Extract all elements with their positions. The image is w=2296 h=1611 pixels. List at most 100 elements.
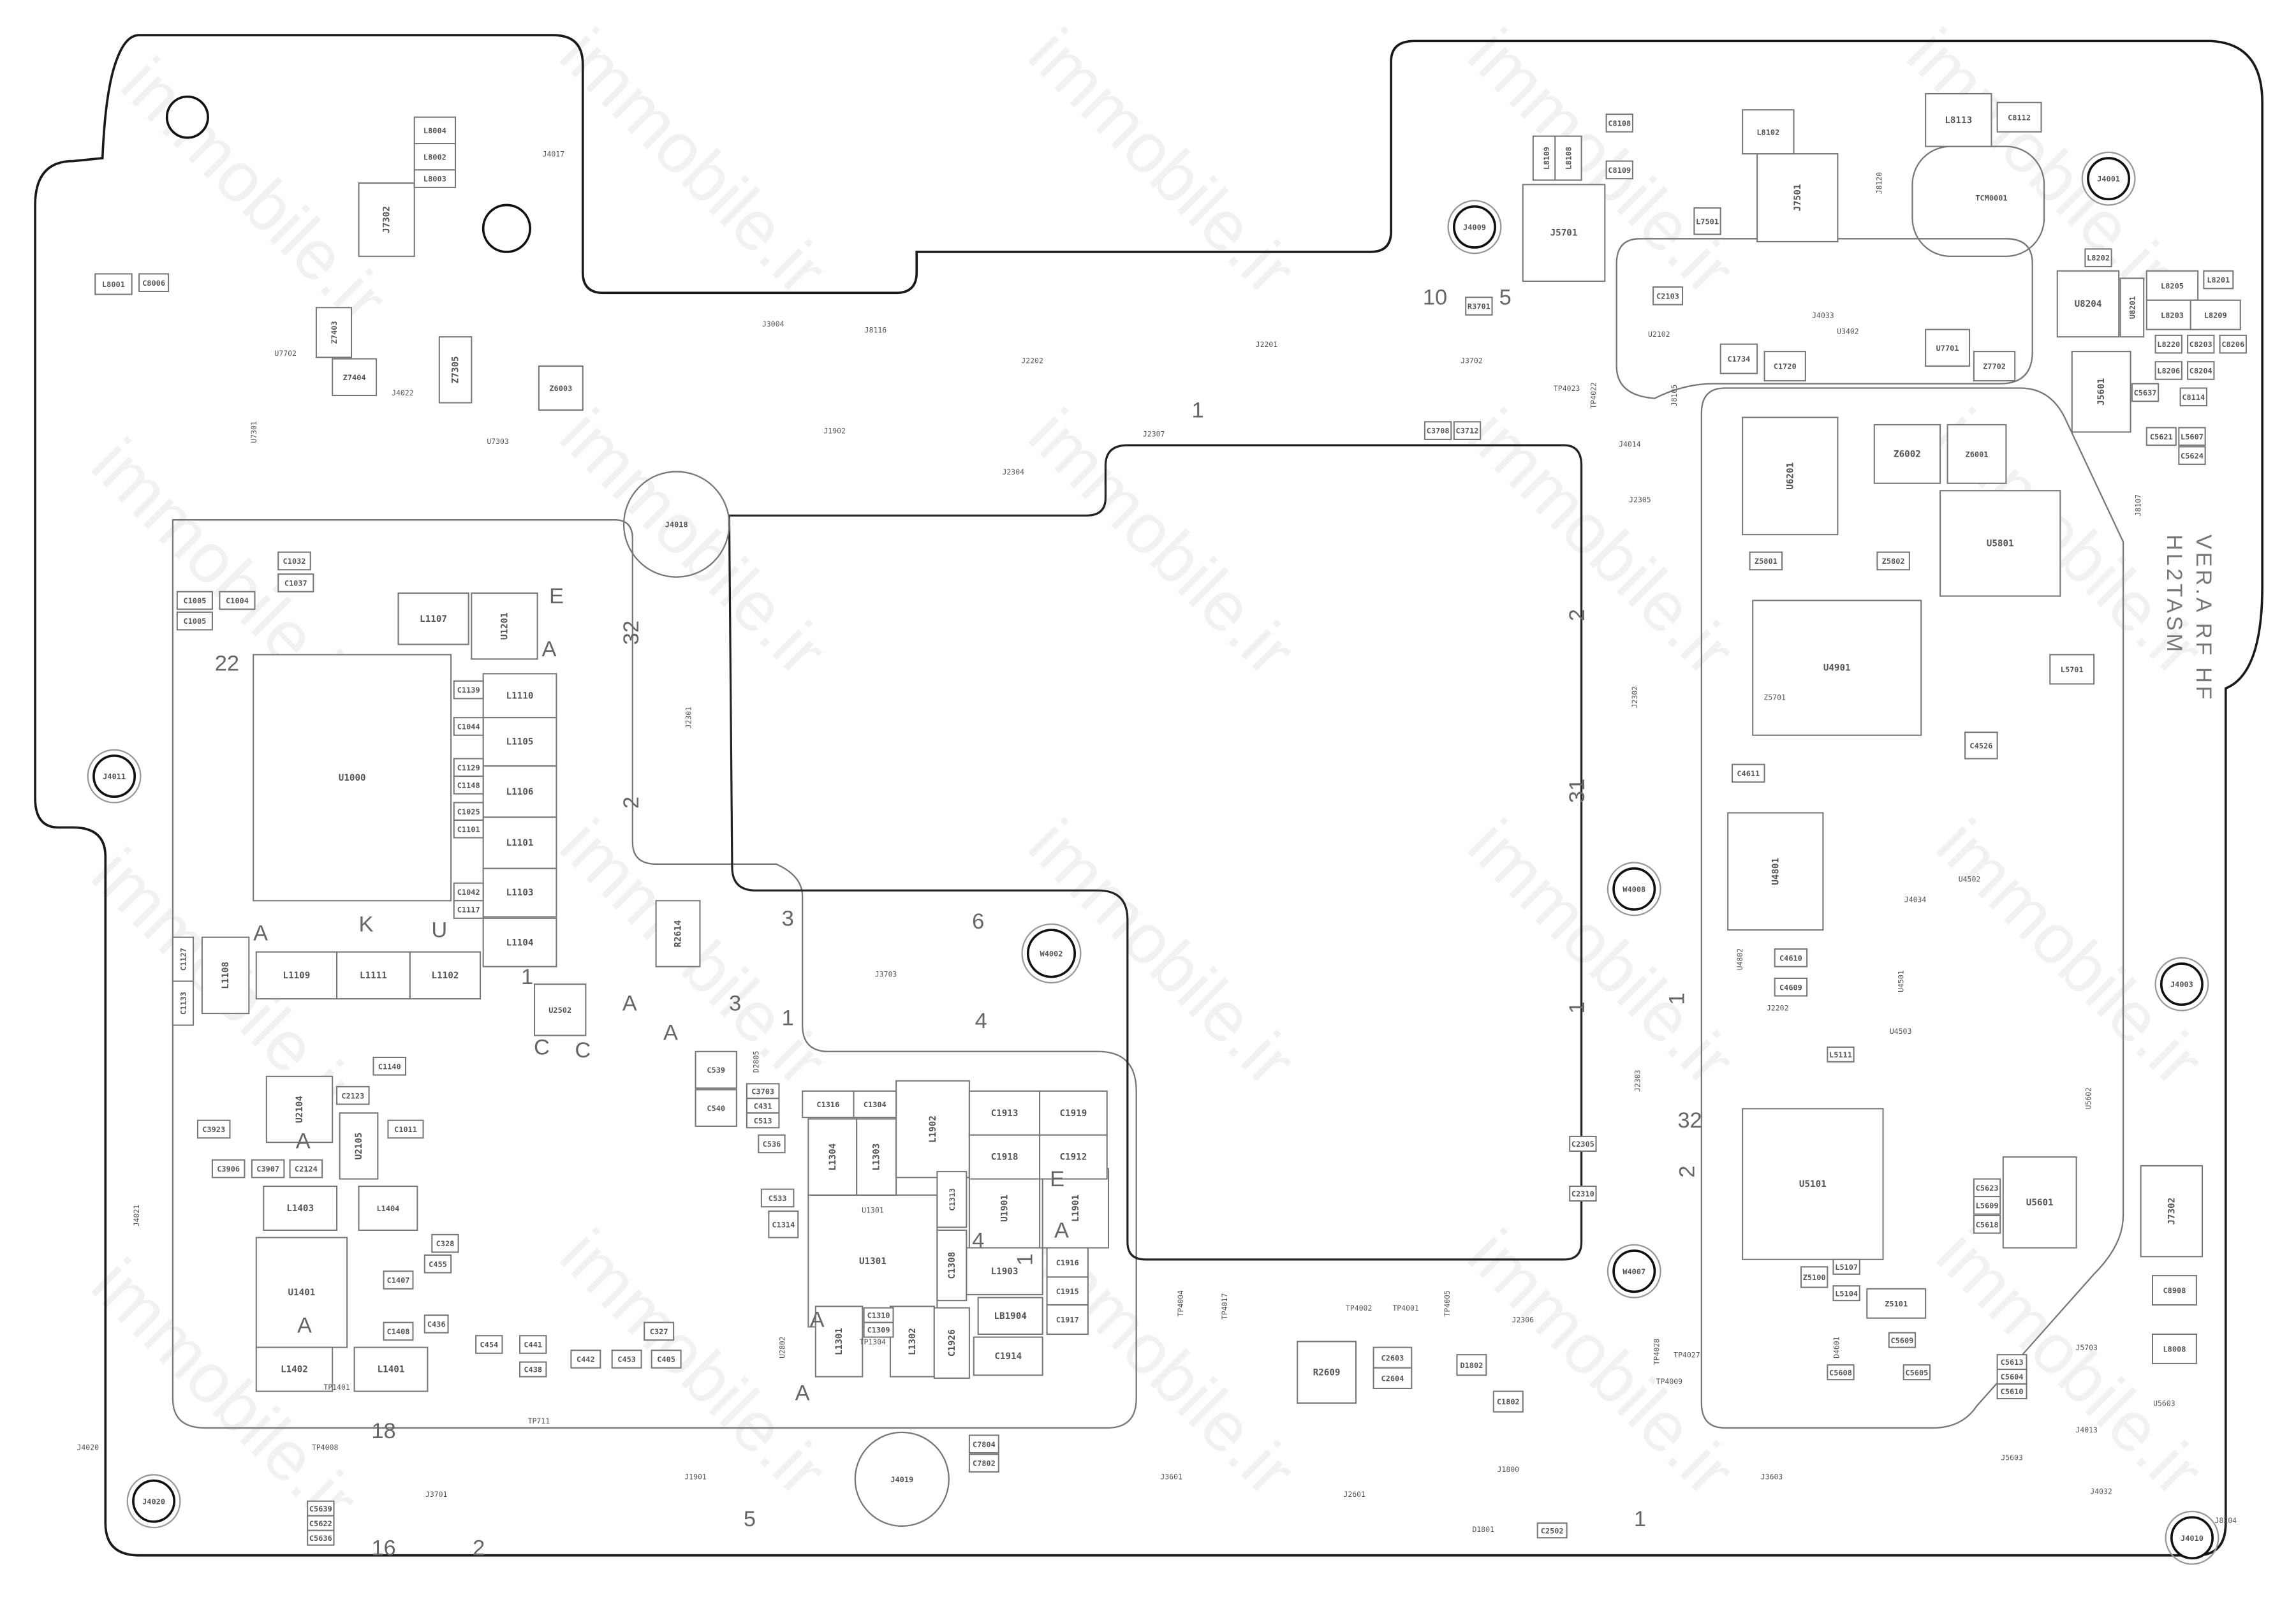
pcb-component[interactable]: U5601: [2002, 1156, 2077, 1249]
pcb-component[interactable]: R3701: [1465, 297, 1493, 316]
pcb-component[interactable]: C1004: [219, 591, 256, 610]
pcb-component[interactable]: C1117: [453, 900, 484, 919]
pcb-component[interactable]: L1103: [482, 867, 557, 918]
pcb-component[interactable]: J7302: [358, 182, 415, 257]
pcb-component[interactable]: C1310: [863, 1307, 894, 1323]
pcb-component[interactable]: C5623: [1973, 1178, 2001, 1198]
pcb-component[interactable]: R2614: [655, 900, 701, 967]
pcb-component[interactable]: C8203: [2187, 334, 2215, 354]
pcb-component[interactable]: C5636: [307, 1529, 335, 1546]
pcb-component[interactable]: C2124: [289, 1159, 323, 1179]
pcb-component[interactable]: C442: [570, 1350, 601, 1369]
pcb-component[interactable]: Z7702: [1973, 351, 2016, 382]
pcb-component[interactable]: L1902: [895, 1080, 970, 1179]
pcb-component[interactable]: C2502: [1536, 1522, 1568, 1539]
pcb-component[interactable]: L1108: [201, 936, 250, 1015]
pcb-component[interactable]: C1919: [1039, 1090, 1108, 1136]
pcb-component[interactable]: L8113: [1925, 92, 1992, 147]
pcb-component[interactable]: L1304: [807, 1118, 858, 1196]
pcb-component[interactable]: Z6001: [1946, 423, 2007, 484]
pcb-component[interactable]: C8112: [1996, 101, 2042, 133]
pcb-component[interactable]: C1032: [277, 551, 311, 571]
pcb-component[interactable]: C1802: [1492, 1390, 1524, 1413]
pcb-component[interactable]: C2123: [336, 1085, 370, 1105]
pcb-component[interactable]: J7302: [2140, 1165, 2204, 1258]
pcb-component[interactable]: C1913: [968, 1090, 1041, 1136]
pcb-component[interactable]: C2604: [1372, 1367, 1413, 1389]
pcb-component[interactable]: C1148: [453, 776, 484, 795]
pcb-component[interactable]: L1301: [814, 1306, 864, 1378]
pcb-component[interactable]: C1408: [383, 1321, 414, 1341]
pcb-component[interactable]: U2105: [339, 1112, 379, 1180]
pcb-component[interactable]: C1129: [453, 758, 484, 777]
pcb-component[interactable]: C2603: [1372, 1346, 1413, 1369]
pcb-component[interactable]: U4901: [1752, 600, 1922, 736]
pcb-component[interactable]: U2104: [265, 1075, 334, 1144]
pcb-component[interactable]: U1000: [253, 654, 452, 902]
pcb-component[interactable]: L8202: [2084, 248, 2112, 267]
pcb-component[interactable]: U2502: [533, 983, 587, 1036]
pcb-component[interactable]: C4526: [1964, 732, 1998, 760]
pcb-component[interactable]: C438: [519, 1361, 547, 1378]
pcb-component[interactable]: L1901: [1041, 1168, 1110, 1249]
pcb-component[interactable]: L1903: [966, 1247, 1043, 1296]
pcb-component[interactable]: C540: [695, 1089, 737, 1127]
pcb-component[interactable]: C453: [611, 1350, 642, 1369]
pcb-component[interactable]: L8003: [413, 169, 457, 188]
pcb-component[interactable]: C8006: [138, 273, 170, 293]
pcb-component[interactable]: L5107: [1832, 1258, 1860, 1275]
pcb-component[interactable]: L8206: [2154, 361, 2182, 380]
pcb-component[interactable]: C328: [431, 1233, 459, 1253]
pcb-component[interactable]: C2305: [1569, 1135, 1597, 1152]
pcb-component[interactable]: U4801: [1727, 812, 1824, 931]
pcb-component[interactable]: L1110: [482, 673, 557, 719]
pcb-component[interactable]: L1303: [856, 1118, 897, 1196]
pcb-component[interactable]: C1127: [172, 936, 195, 982]
pcb-component[interactable]: C441: [519, 1335, 547, 1354]
pcb-component[interactable]: C1140: [372, 1056, 407, 1076]
pcb-component[interactable]: L8205: [2145, 270, 2199, 301]
pcb-component[interactable]: L1302: [889, 1306, 935, 1378]
pcb-component[interactable]: L5104: [1832, 1285, 1860, 1302]
pcb-component[interactable]: L1102: [409, 951, 482, 1000]
pcb-component[interactable]: C5639: [307, 1500, 335, 1517]
pcb-component[interactable]: C8204: [2187, 361, 2215, 380]
pcb-component[interactable]: C3923: [196, 1119, 231, 1139]
pcb-component[interactable]: C8108: [1605, 114, 1633, 133]
pcb-component[interactable]: L8209: [2189, 299, 2241, 330]
pcb-component[interactable]: L1403: [263, 1186, 338, 1231]
pcb-component[interactable]: L5701: [2049, 654, 2095, 685]
pcb-component[interactable]: C8109: [1605, 160, 1633, 180]
pcb-component[interactable]: C2310: [1569, 1186, 1597, 1202]
pcb-component[interactable]: L8201: [2203, 270, 2234, 290]
pcb-component[interactable]: C8114: [2179, 387, 2207, 407]
pcb-component[interactable]: C1308: [936, 1229, 968, 1302]
pcb-component[interactable]: U1401: [255, 1237, 348, 1348]
pcb-component[interactable]: C1011: [387, 1119, 424, 1139]
pcb-component[interactable]: Z6002: [1873, 423, 1941, 484]
pcb-component[interactable]: C4609: [1774, 977, 1808, 997]
pcb-component[interactable]: C5605: [1902, 1364, 1931, 1381]
pcb-component[interactable]: C1915: [1046, 1276, 1089, 1306]
pcb-component[interactable]: C1316: [802, 1090, 855, 1119]
pcb-component[interactable]: C1005: [176, 611, 213, 631]
pcb-component[interactable]: U1901: [968, 1168, 1041, 1249]
pcb-component[interactable]: C4610: [1774, 948, 1808, 967]
pcb-component[interactable]: C1313: [936, 1171, 968, 1228]
pcb-component[interactable]: C1734: [1719, 343, 1758, 374]
pcb-component[interactable]: R2609: [1297, 1341, 1357, 1404]
pcb-component[interactable]: L5111: [1827, 1046, 1855, 1063]
pcb-component[interactable]: C405: [651, 1350, 682, 1369]
pcb-component[interactable]: C1917: [1046, 1304, 1089, 1335]
pcb-component[interactable]: U1301: [807, 1194, 938, 1328]
pcb-component[interactable]: Z7404: [332, 358, 378, 397]
pcb-component[interactable]: C5610: [1996, 1383, 2027, 1400]
pcb-component[interactable]: L1401: [353, 1346, 429, 1392]
pcb-component[interactable]: L8220: [2154, 334, 2182, 354]
pcb-component[interactable]: C5621: [2145, 427, 2177, 446]
pcb-component[interactable]: C5608: [1827, 1364, 1855, 1381]
pcb-component[interactable]: C7804: [968, 1434, 999, 1454]
pcb-component[interactable]: Z7305: [438, 336, 473, 404]
pcb-component[interactable]: Z6003: [538, 365, 584, 411]
pcb-component[interactable]: C455: [423, 1254, 452, 1274]
